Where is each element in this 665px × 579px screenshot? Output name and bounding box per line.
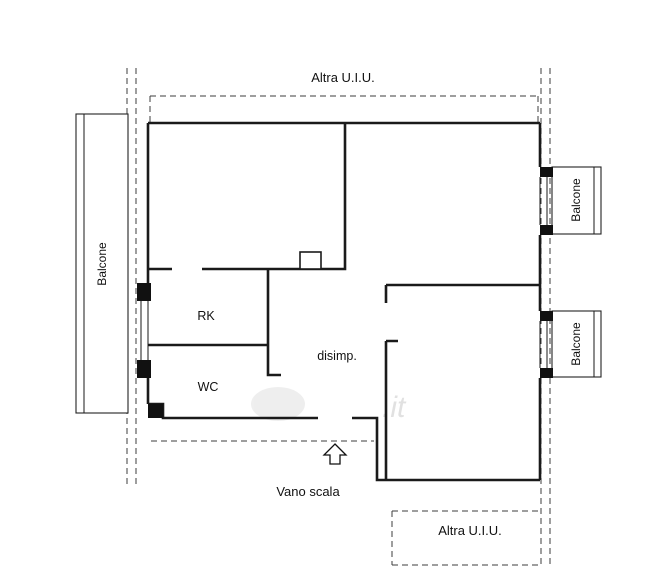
label-altra-uiu-top: Altra U.I.U. bbox=[311, 70, 375, 85]
label-disimp: disimp. bbox=[317, 349, 357, 363]
wall-jambs bbox=[137, 167, 553, 418]
interior-wall-bottom-right-room bbox=[384, 339, 398, 480]
watermark: .it bbox=[251, 387, 407, 424]
label-balcone-left: Balcone bbox=[95, 242, 109, 286]
wall-jamb bbox=[540, 311, 553, 321]
balcony-right-top-outline bbox=[551, 166, 602, 235]
label-balcone-right-top: Balcone bbox=[569, 178, 583, 222]
wall-jamb bbox=[540, 167, 553, 177]
label-altra-uiu-bottom: Altra U.I.U. bbox=[438, 523, 502, 538]
wall-jamb bbox=[148, 404, 163, 418]
watermark-blob bbox=[251, 387, 305, 421]
duct-shaft bbox=[299, 251, 322, 270]
wall-jamb bbox=[540, 225, 553, 235]
wall-jamb bbox=[540, 368, 553, 378]
balcony-left-outline bbox=[75, 113, 129, 414]
balcony-right-bottom-outline bbox=[551, 310, 602, 378]
label-balcone-right-bottom: Balcone bbox=[569, 322, 583, 366]
label-rk: RK bbox=[197, 309, 215, 323]
interior-wall-right-rooms bbox=[384, 283, 540, 303]
balconies bbox=[75, 113, 602, 414]
wall-jamb bbox=[137, 283, 151, 301]
interior-wall-top-divider bbox=[148, 123, 347, 271]
interior-wall-rk-wc bbox=[148, 269, 281, 377]
labels: Altra U.I.U. Vano scala Altra U.I.U. RK … bbox=[95, 70, 583, 538]
wall-jamb bbox=[137, 360, 151, 378]
label-wc: WC bbox=[198, 380, 219, 394]
windows bbox=[140, 177, 548, 368]
label-vano-scala: Vano scala bbox=[276, 484, 340, 499]
entrance-arrow-icon bbox=[322, 443, 348, 465]
